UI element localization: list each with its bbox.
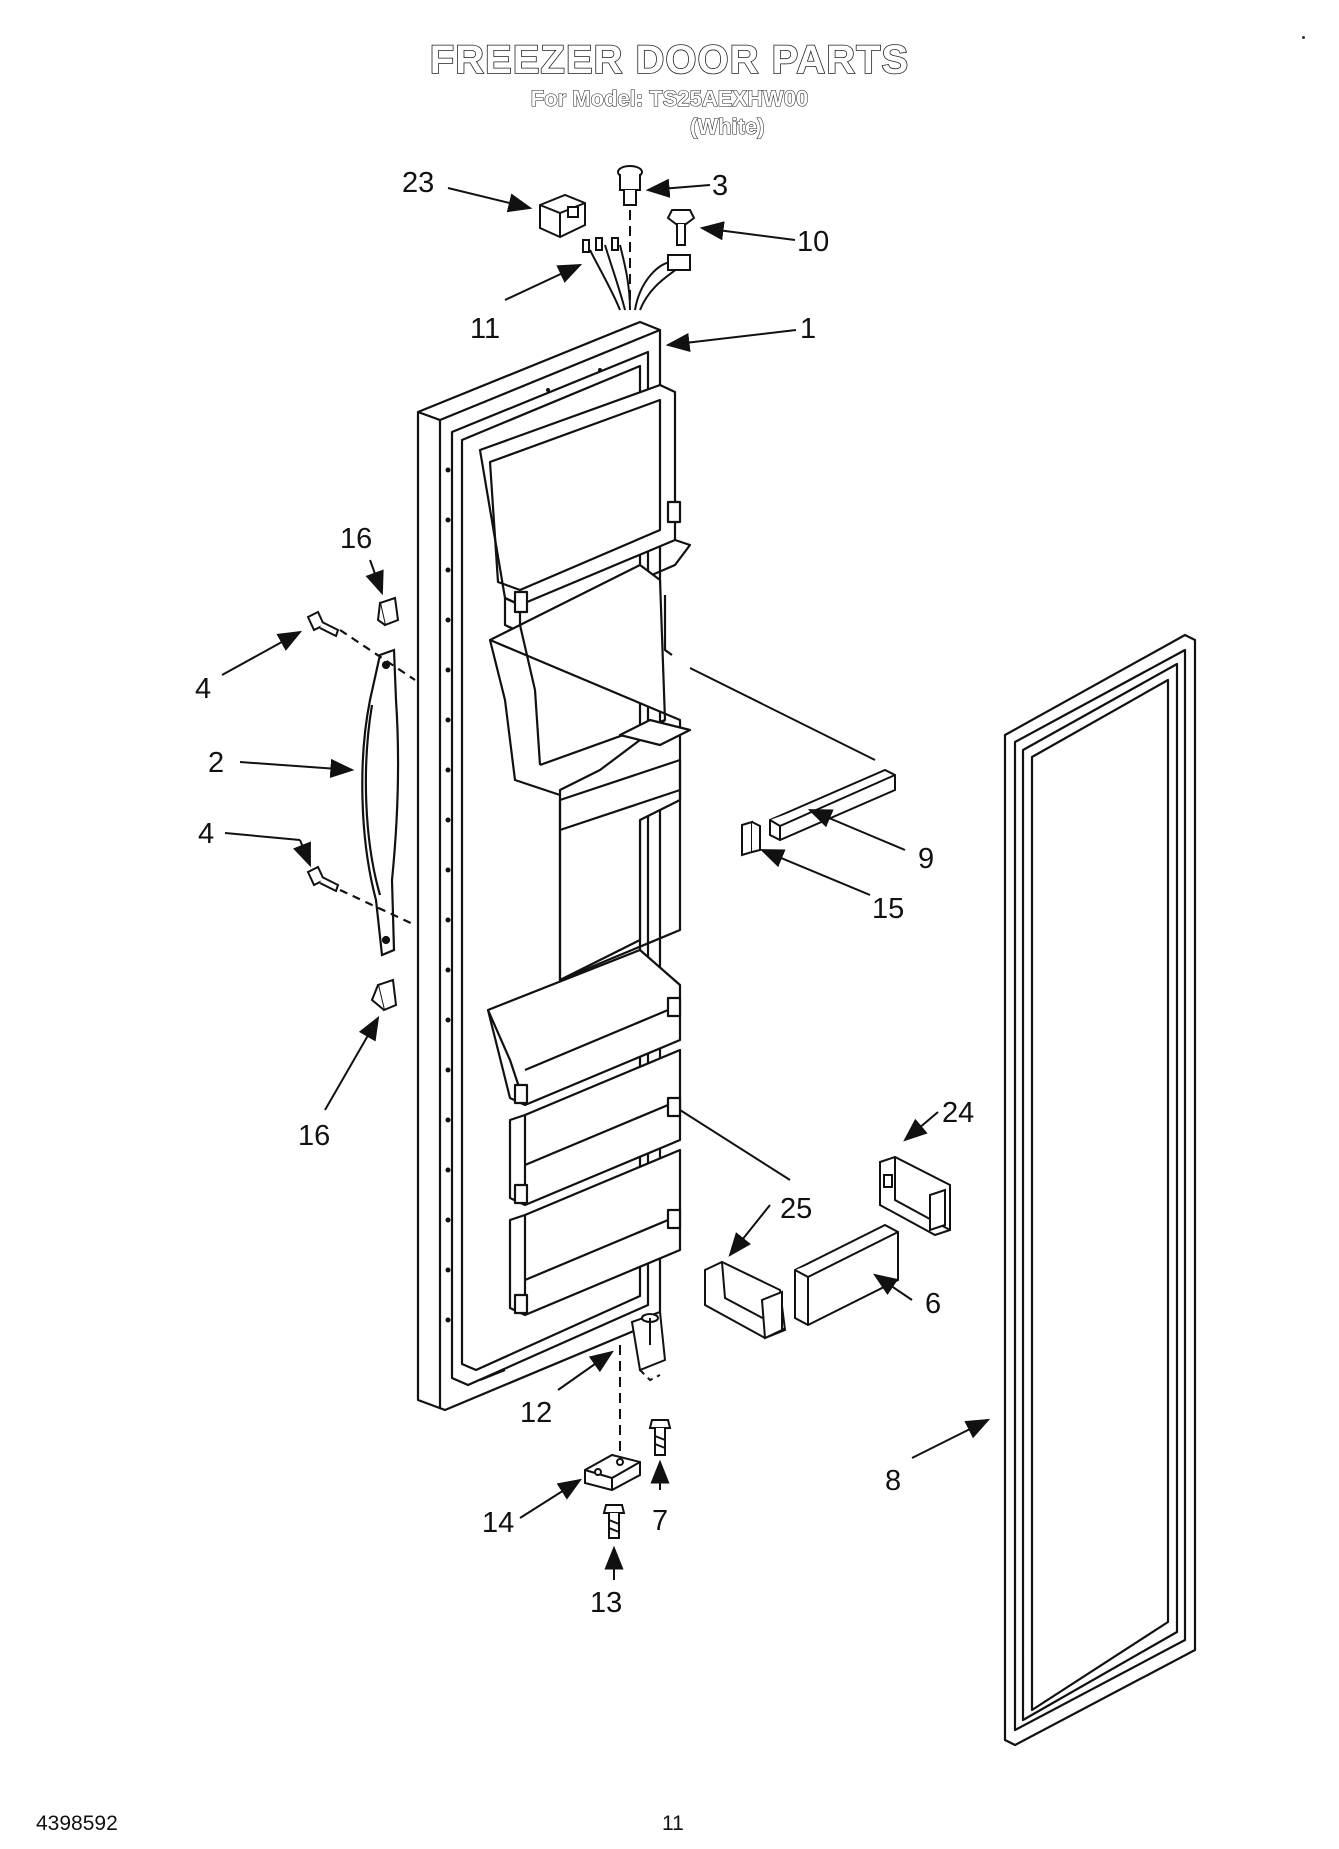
freezer-door [416,320,692,1412]
part-7-screw [648,1419,672,1456]
callout-12: 12 [520,1397,552,1429]
part-12-hinge [619,1310,667,1455]
callout-6: 6 [925,1288,941,1320]
part-14-hinge-plate [584,1453,641,1492]
leader-16-top [365,559,384,596]
page-number: 11 [662,1812,684,1835]
callout-3: 3 [712,170,728,202]
part-16-clip-bottom [370,978,398,1012]
callout-4-bottom: 4 [198,818,214,850]
callout-8: 8 [885,1465,901,1497]
part-15-clip [741,820,761,857]
callout-1: 1 [800,313,816,345]
leader-6 [873,1273,913,1301]
leader-3 [645,178,711,198]
part-23-connector [539,193,586,239]
callout-13: 13 [590,1587,622,1619]
leader-14 [519,1478,583,1519]
leader-lines [221,178,991,1580]
part-24-bracket [879,1155,951,1237]
part-9-trim [689,667,896,842]
callout-10: 10 [797,226,829,258]
wire-harness [582,237,691,311]
callout-2: 2 [208,747,224,779]
leader-8 [911,1418,991,1459]
document-number: 4398592 [36,1812,118,1835]
callout-16-bottom: 16 [298,1120,330,1152]
callout-9: 9 [918,843,934,875]
leader-11 [504,263,583,301]
callout-15: 15 [872,893,904,925]
callout-numbers: 23 3 10 11 1 16 4 2 4 16 9 15 24 25 6 8 … [195,167,974,1619]
leader-4-top [221,630,303,676]
part-4-screw-top [306,610,340,638]
leader-9 [807,809,906,851]
leader-10 [699,221,796,241]
leader-24 [903,1111,939,1142]
callout-11: 11 [470,313,500,345]
color-label: (White) [689,113,765,139]
leader-2 [239,758,355,779]
leader-16-bottom [324,1015,380,1111]
part-13-screw [602,1504,626,1539]
leader-23 [447,187,533,213]
callout-25: 25 [780,1193,812,1225]
part-3-socket [617,165,643,300]
callout-4-top: 4 [195,673,211,705]
callout-7: 7 [652,1505,668,1537]
part-6-cover [794,1223,899,1327]
part-10-screw [666,209,696,246]
callout-16-top: 16 [340,523,372,555]
leader-4-bottom-b [293,839,311,868]
leader-4-bottom-a [224,832,301,841]
part-25-bracket [679,1109,791,1340]
leader-25 [728,1204,771,1257]
page-title: FREEZER DOOR PARTS [429,37,910,83]
door-handle [339,629,416,957]
callout-14: 14 [482,1507,514,1539]
part-8-gasket [1003,633,1197,1747]
leader-12 [557,1350,614,1391]
callout-24: 24 [942,1097,974,1129]
leader-15 [759,849,871,896]
part-4-screw-bottom [306,865,340,893]
part-16-clip-top [376,596,400,627]
door-edge-holes [445,368,602,1323]
model-line: For Model: TS25AEXHW00 [530,85,809,111]
corner-dot [1302,36,1305,39]
callout-23: 23 [402,167,434,199]
leader-1 [665,329,797,353]
